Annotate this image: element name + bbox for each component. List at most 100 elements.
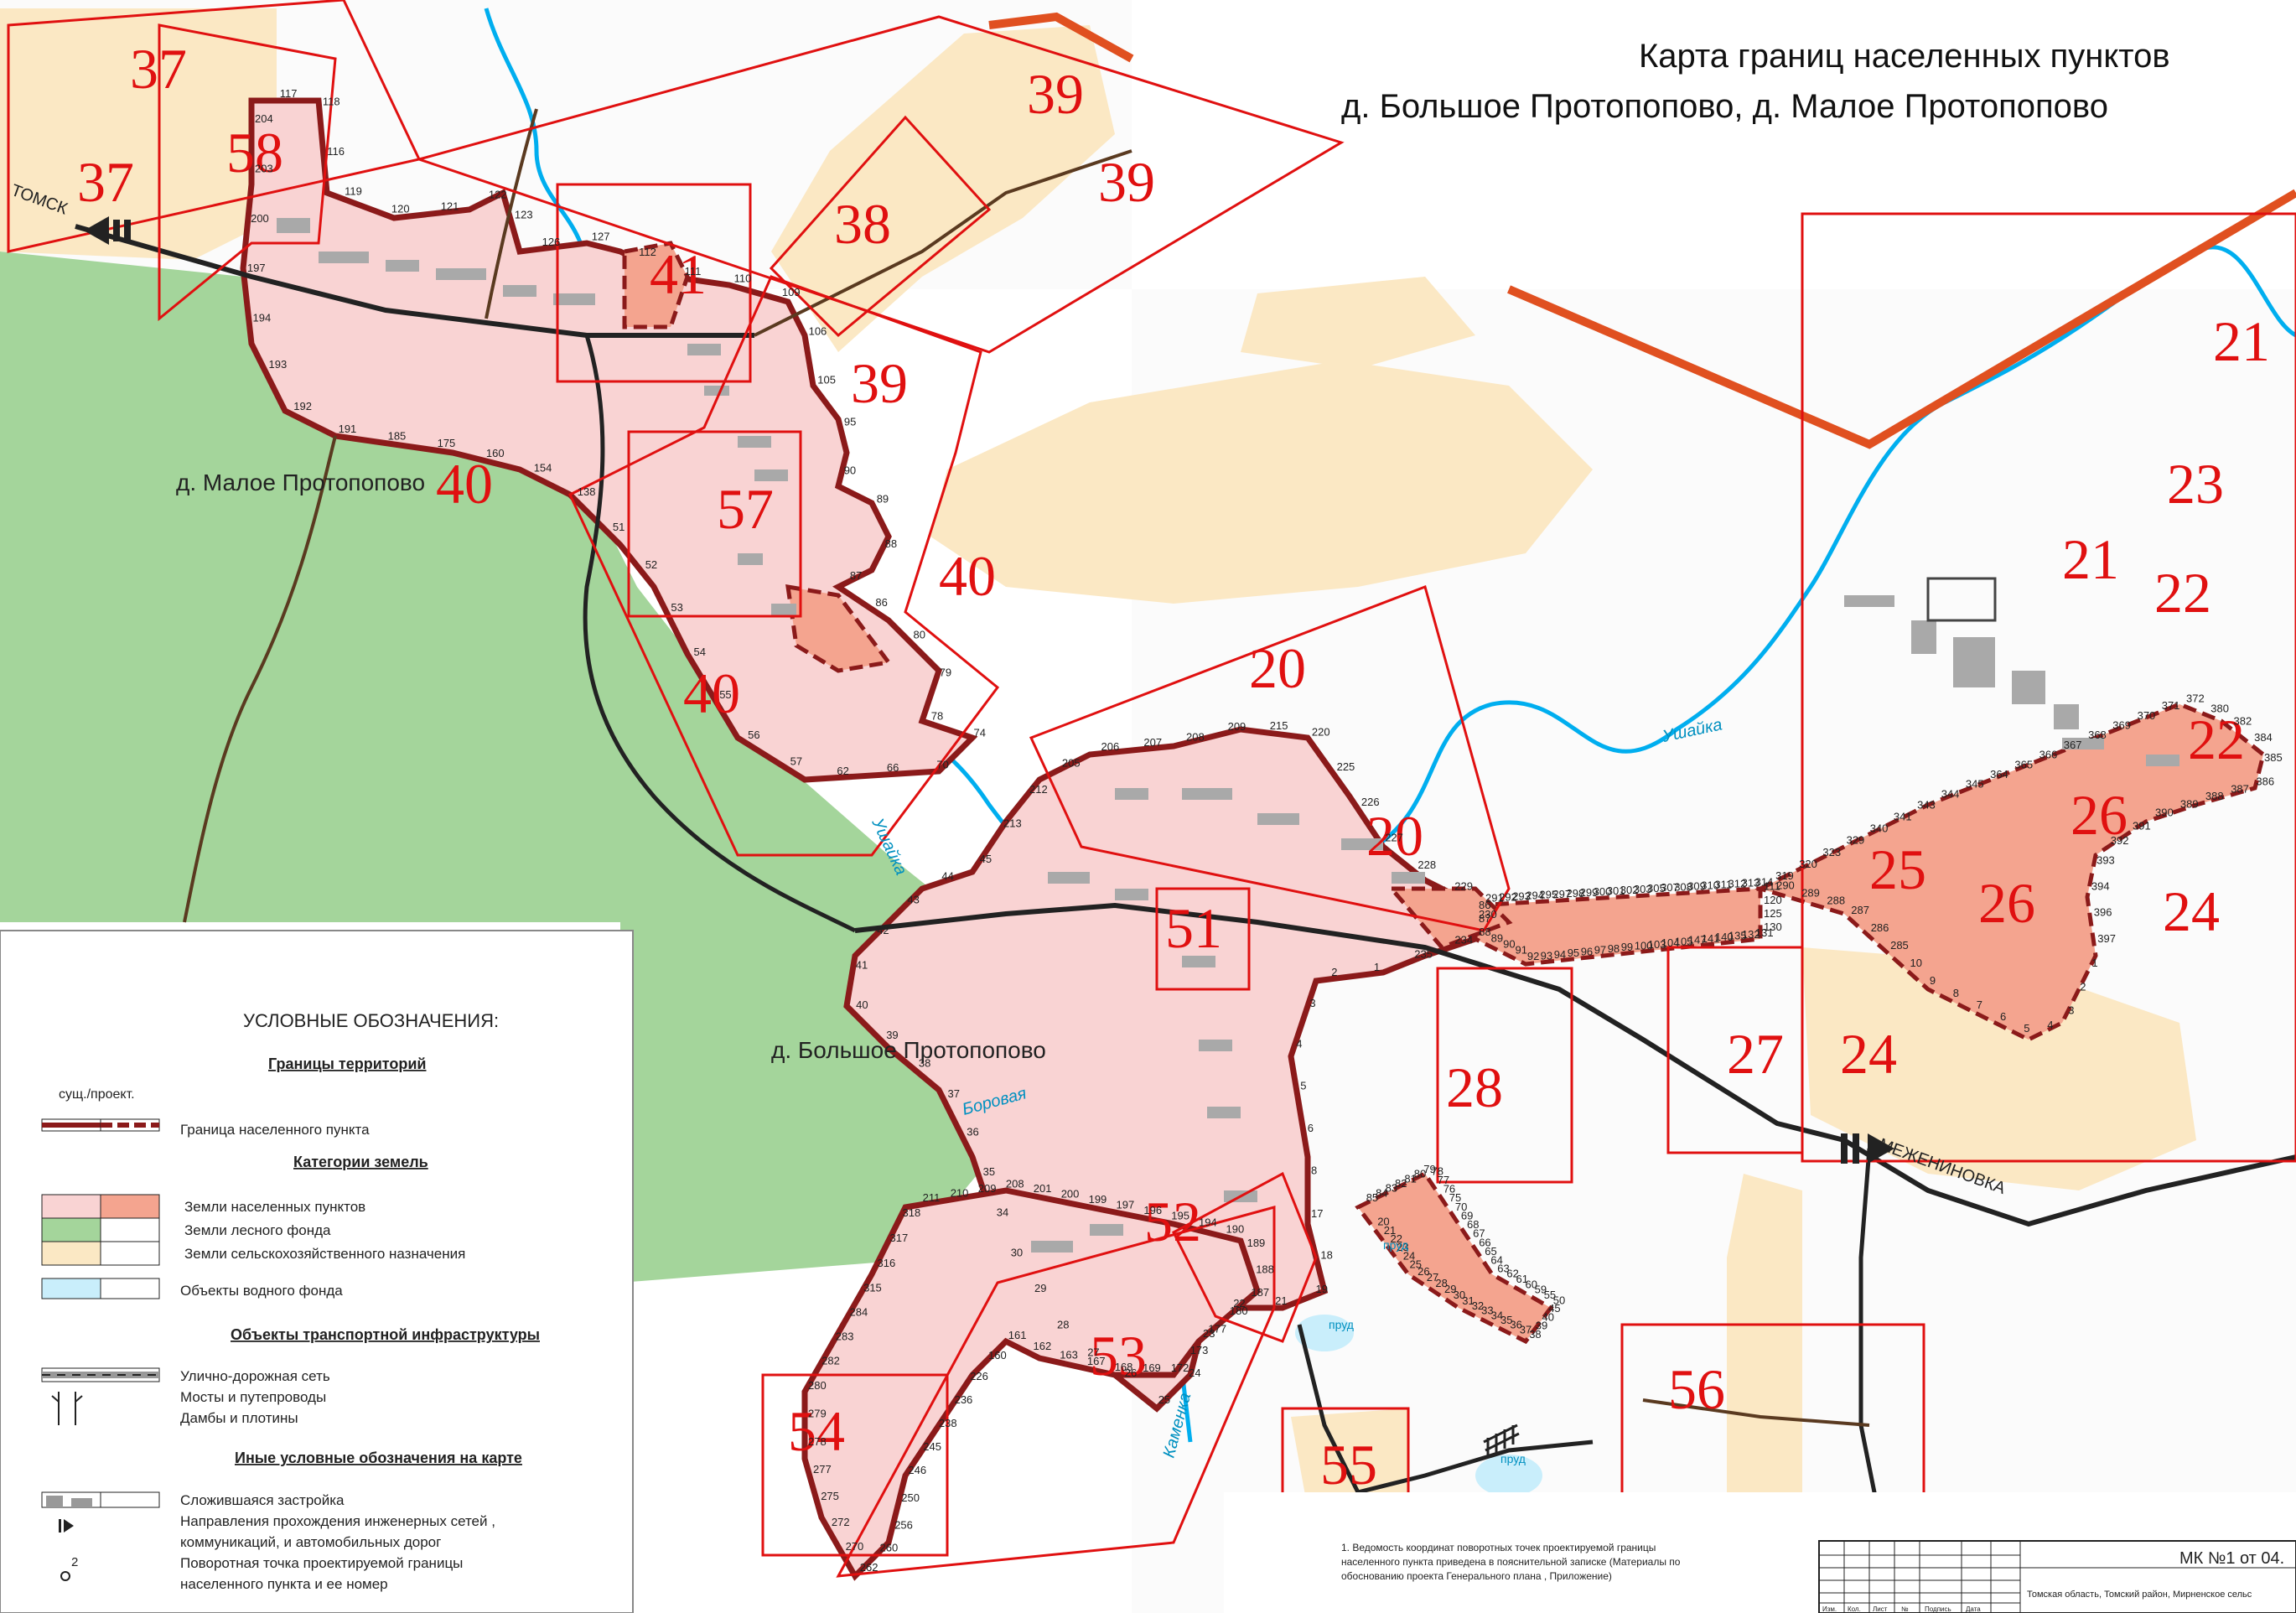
turning-point-label: 287	[1851, 904, 1869, 916]
turning-point-label: 10	[1910, 957, 1922, 969]
turning-point-label: 2	[2080, 980, 2086, 993]
turning-point-label: 289	[1801, 887, 1820, 900]
road-east-south	[1858, 1148, 1880, 1510]
turning-point-label: 309	[1687, 879, 1706, 892]
turning-point-label: 94	[1554, 948, 1566, 961]
zone-label: 26	[2071, 783, 2128, 847]
turning-point-label: 5	[1300, 1080, 1306, 1092]
turning-point-label: 51	[613, 521, 625, 533]
turning-point-label: 96	[1581, 945, 1593, 957]
turning-point-label: 126	[542, 236, 561, 248]
turning-point-label: 37	[1520, 1323, 1532, 1336]
turning-point-label: 84	[1376, 1186, 1387, 1199]
legend-section: Иные условные обозначения на карте	[235, 1450, 522, 1466]
zone-label: 22	[2188, 708, 2245, 771]
turning-point-label: 190	[1226, 1223, 1245, 1236]
zone-label: 25	[1869, 838, 1926, 901]
turning-point-label: 344	[1941, 787, 1960, 800]
turning-point-label: 95	[844, 415, 856, 428]
turning-point-label: 78	[931, 709, 943, 722]
zone-label: 37	[77, 150, 134, 214]
turning-point-label: 7	[1977, 998, 1982, 1011]
zone-label: 21	[2062, 527, 2119, 591]
zone-label: 21	[2213, 309, 2270, 373]
turning-point-label: 36	[967, 1126, 978, 1138]
agri-area-2	[771, 25, 1115, 352]
turning-point-label: 67	[1473, 1227, 1485, 1240]
turning-point-label: 141	[1702, 932, 1720, 945]
turning-point-label: 195	[1171, 1210, 1189, 1222]
legend-background	[0, 930, 634, 1613]
turning-point-label: 76	[1443, 1183, 1455, 1195]
legend-item: Земли сельскохозяйственного назначения	[184, 1246, 465, 1262]
turning-point-label: 87	[1479, 912, 1490, 925]
stamp-code: МК №1 от 04.	[2179, 1549, 2284, 1568]
zone-label: 58	[226, 121, 283, 184]
turning-point-label: 80	[1414, 1168, 1426, 1180]
turning-point-label: 213	[1003, 817, 1022, 830]
turning-point-label: 117	[280, 87, 298, 100]
legend: УСЛОВНЫЕ ОБОЗНАЧЕНИЯ: Границы территорий…	[0, 930, 634, 1613]
turning-point-label: 292	[1499, 891, 1517, 904]
turning-point-label: 87	[850, 569, 862, 582]
legend-section: Категории земель	[293, 1154, 428, 1170]
turning-point-label: 69	[1461, 1209, 1473, 1221]
turning-point-label: 45	[1548, 1302, 1560, 1315]
stamp-col: №	[1901, 1605, 1909, 1613]
zone-label: 40	[939, 544, 996, 608]
stamp-col: Кол.	[1848, 1605, 1861, 1613]
turning-point-label: 38	[1529, 1328, 1541, 1341]
road-north	[485, 108, 538, 319]
turning-point-label: 36	[1510, 1319, 1521, 1331]
turning-point-label: 160	[486, 447, 505, 459]
zone-label: 39	[1098, 150, 1155, 214]
turning-point-label: 299	[1580, 886, 1599, 899]
turning-point-label: 53	[671, 601, 682, 614]
pond-2	[1295, 1315, 1354, 1351]
agri-area-6	[1727, 1174, 1802, 1509]
zone-label: 24	[1840, 1022, 1897, 1086]
legend-item: Земли населенных пунктов	[184, 1199, 365, 1215]
turning-point-label: 388	[2205, 790, 2224, 802]
turning-point-label: 81	[1404, 1172, 1416, 1185]
legend-swatch-forest	[41, 1217, 101, 1242]
zone-label: 40	[683, 661, 740, 725]
turning-point-label: 88	[885, 537, 897, 550]
turning-point-label: 188	[1256, 1263, 1274, 1276]
turning-point-label: 154	[534, 461, 552, 474]
turning-point-label: 194	[253, 311, 272, 324]
zone-label: 53	[1090, 1324, 1147, 1387]
turning-point-label: 111	[1764, 880, 1780, 893]
turning-point-label: 132	[1742, 928, 1760, 941]
turning-point-label: 140	[1715, 931, 1734, 943]
turning-point-label: 90	[1503, 938, 1515, 951]
stamp-col: Изм.	[1822, 1605, 1837, 1613]
turning-point-label: 122	[489, 189, 507, 201]
turning-point-label: 30	[1454, 1289, 1465, 1301]
turning-point-label: 396	[2094, 906, 2112, 919]
turning-point-label: 368	[2088, 729, 2107, 741]
turning-point-label: 79	[1423, 1163, 1435, 1175]
turning-point-label: 305	[1647, 882, 1666, 895]
turning-point-label: 6	[2000, 1010, 2006, 1023]
turning-point-label: 246	[908, 1464, 926, 1476]
turning-point-label: 206	[1101, 740, 1120, 753]
turning-point-label: 365	[2014, 758, 2033, 770]
turning-point-label: 79	[940, 666, 951, 678]
zone-label: 40	[436, 452, 493, 516]
zone-label: 28	[1446, 1055, 1503, 1119]
turning-point-label: 189	[1247, 1237, 1266, 1249]
turning-point-label: 205	[1062, 757, 1081, 770]
turning-point-label: 40	[856, 998, 868, 1011]
buildings	[277, 218, 2179, 1253]
turning-point-label: 21	[1384, 1224, 1396, 1237]
turning-point-label: 86	[875, 596, 887, 609]
turning-point-label: 364	[1990, 768, 2008, 781]
turning-point-label: 172	[1171, 1361, 1189, 1374]
turning-point-label: 61	[1516, 1273, 1528, 1285]
turning-point-label: 1	[1374, 961, 1380, 973]
turning-point-label: 397	[2097, 932, 2116, 945]
turning-point-label: 54	[694, 646, 706, 658]
turning-point-label: 125	[1764, 907, 1782, 920]
